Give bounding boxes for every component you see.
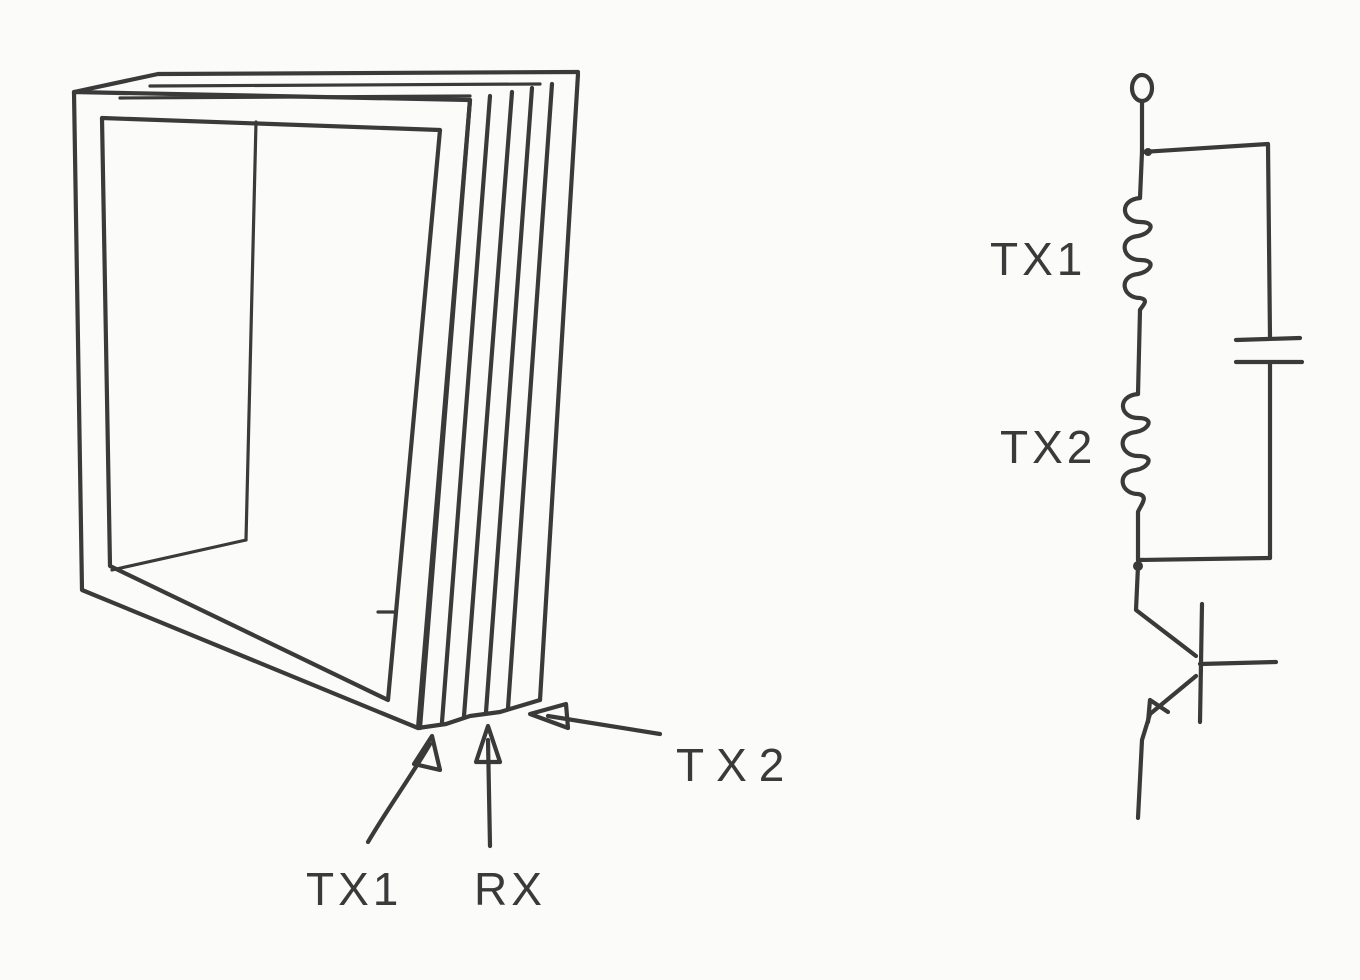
coil-inner-back-edge — [244, 120, 258, 542]
rx-arrow-head — [473, 723, 503, 765]
tx2-inductor-label: TX2 — [1000, 421, 1097, 473]
coil-inner-bottom-edge — [110, 538, 248, 572]
cap-top-wire — [1139, 141, 1273, 341]
coil-layer-2 — [439, 93, 493, 725]
tx2-inductor — [1120, 391, 1151, 515]
tx2-arrow-head — [527, 701, 571, 731]
schematic — [1120, 72, 1305, 821]
supply-terminal — [1129, 72, 1155, 104]
coil-inner-opening — [99, 115, 443, 703]
tx1-coil-label: TX1 — [306, 863, 403, 915]
coil-assembly-sketch — [71, 69, 581, 731]
coil-layer-5 — [505, 81, 555, 711]
tx2-coil-label: TX2 — [676, 739, 797, 791]
coil-top-depth — [71, 69, 581, 95]
coil-top-depth-2 — [148, 82, 542, 88]
rx-coil-label: RX — [474, 863, 546, 915]
layer-arrows — [365, 701, 663, 849]
coil-top-depth-3 — [118, 94, 472, 100]
coil-layer-1 — [417, 97, 473, 731]
rx-arrow-shaft — [485, 737, 493, 849]
capacitor-plate-top — [1233, 335, 1303, 343]
emitter-arrow — [1145, 697, 1171, 725]
tx1-lead-wire — [1137, 149, 1145, 201]
coil-layer-6 — [537, 71, 581, 703]
base-lead — [1197, 659, 1279, 667]
coil-layer-4 — [483, 85, 535, 715]
tx1-inductor-label: TX1 — [990, 233, 1087, 285]
emitter-lead — [1135, 673, 1199, 821]
tx1-inductor — [1122, 195, 1153, 313]
cap-return-wire — [1135, 555, 1273, 563]
coil-layer-3 — [461, 89, 515, 719]
tx1-arrow-shaft — [365, 741, 433, 845]
tx1-arrow-head — [411, 733, 443, 773]
coil-bottom-edge — [415, 697, 543, 731]
collector-lead — [1133, 563, 1199, 659]
coil-front-frame — [71, 89, 473, 731]
tx1-tx2-wire — [1135, 307, 1143, 397]
